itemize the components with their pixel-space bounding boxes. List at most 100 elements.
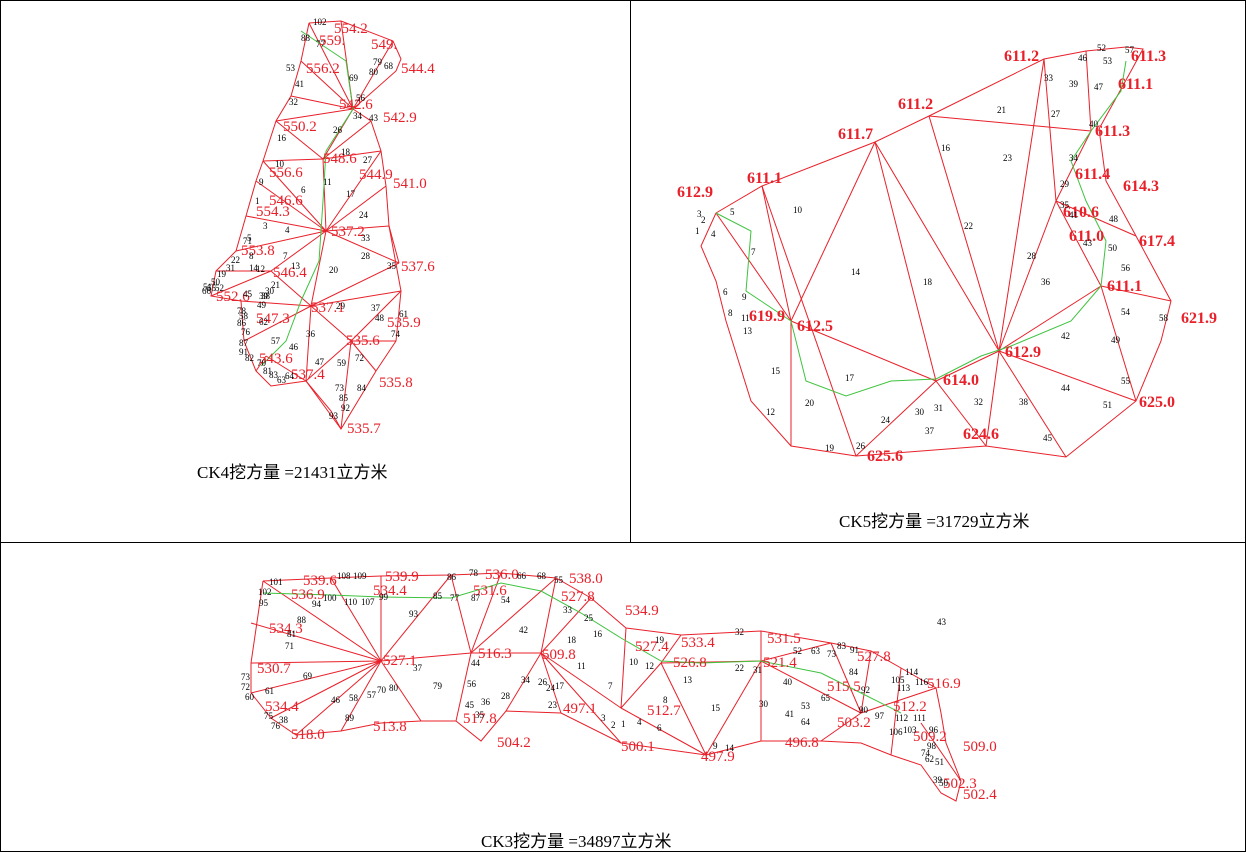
elevation-label: 619.9 (749, 308, 785, 325)
point-number: 51 (1103, 400, 1112, 410)
elevation-label: 527.4 (635, 639, 669, 655)
point-number: 83 (837, 641, 847, 651)
elevation-label: 611.4 (1075, 166, 1110, 183)
point-number: 12 (766, 407, 775, 417)
tin-diagram-ck3: 539.6 536.9 539.9 534.4 536.0 531.6 538.… (241, 567, 997, 803)
point-number: 41 (785, 709, 794, 719)
elevation-label: 539.6 (303, 573, 337, 589)
elevation-label: 554.2 (334, 21, 368, 37)
point-number: 79 (433, 681, 443, 691)
point-number: 60 (245, 692, 255, 702)
elevation-labels: 554.2 559. 549. 556.2 544.4 542.6 542.9 … (216, 21, 435, 437)
contour-line (260, 30, 354, 367)
point-number: 87 (239, 338, 249, 348)
point-number: 63 (811, 646, 821, 656)
tin-edges (250, 572, 962, 802)
elevation-label: 625.0 (1139, 394, 1175, 411)
point-number: 16 (593, 629, 603, 639)
point-number: 78 (237, 306, 247, 316)
point-number: 1 (695, 226, 700, 236)
point-number: 7 (283, 251, 288, 261)
point-number: 62 (259, 317, 268, 327)
point-number: 10 (793, 205, 803, 215)
tin-edges (700, 46, 1172, 458)
point-number: 59 (337, 358, 347, 368)
point-number: 53 (801, 701, 811, 711)
point-number: 79 (373, 57, 383, 67)
point-number: 17 (845, 373, 855, 383)
point-number: 84 (849, 667, 859, 677)
point-number: 105 (891, 675, 905, 685)
elevation-label: 534.4 (265, 699, 299, 715)
point-number: 38 (1019, 397, 1029, 407)
point-number: 37 (413, 663, 423, 673)
elevation-label: 624.6 (963, 426, 999, 443)
point-number: 4 (637, 717, 642, 727)
contour-line (262, 582, 902, 714)
elevation-label: 611.0 (1069, 228, 1104, 245)
point-number: 110 (344, 597, 358, 607)
contour-line (715, 60, 1127, 397)
point-number: 108 (337, 571, 351, 581)
elevation-label: 527.1 (383, 653, 417, 669)
point-number: 92 (341, 403, 350, 413)
elevation-label: 531.6 (473, 583, 507, 599)
elevation-label: 542.9 (383, 110, 417, 126)
point-number: 3 (263, 221, 268, 231)
point-number: 45 (1043, 433, 1053, 443)
elevation-label: 612.9 (677, 184, 713, 201)
point-number: 32 (735, 627, 744, 637)
point-number: 8 (728, 308, 733, 318)
point-number: 64 (801, 717, 811, 727)
elevation-label: 509.8 (542, 647, 576, 663)
point-number: 30 (915, 407, 925, 417)
point-number: 73 (241, 672, 251, 682)
point-number: 85 (433, 591, 443, 601)
point-number: 113 (897, 683, 911, 693)
elevation-label: 611.2 (898, 96, 933, 113)
point-number: 13 (743, 326, 753, 336)
point-number: 46 (331, 695, 341, 705)
elevation-label: 544.4 (401, 61, 435, 77)
point-number: 70 (377, 685, 387, 695)
elevation-label: 504.2 (497, 735, 531, 751)
point-number: 97 (875, 711, 885, 721)
elevation-label: 614.3 (1123, 178, 1159, 195)
point-number: 70 (257, 358, 267, 368)
elevation-label: 513.8 (373, 719, 407, 735)
point-number: 64 (285, 371, 295, 381)
elevation-label: 537.1 (311, 300, 345, 316)
elevation-label: 534.9 (625, 603, 659, 619)
point-number: 37 (925, 426, 935, 436)
point-number: 53 (286, 63, 296, 73)
point-number: 36 (306, 329, 316, 339)
point-number: 46 (1078, 53, 1088, 63)
point-number: 31 (226, 263, 235, 273)
elevation-label: 611.3 (1131, 48, 1166, 65)
point-number: 92 (861, 685, 870, 695)
point-number: 6 (657, 723, 662, 733)
point-number: 41 (295, 79, 304, 89)
panel-ck3: 539.6 536.9 539.9 534.4 536.0 531.6 538.… (0, 542, 1246, 852)
elevation-label: 544.9 (359, 167, 393, 183)
point-number: 43 (1083, 238, 1093, 248)
point-number: 13 (683, 675, 693, 685)
elevation-label: 516.3 (478, 646, 512, 662)
point-number: 7 (751, 247, 756, 257)
point-number: 102 (258, 587, 272, 597)
elevation-label: 515.5 (827, 679, 861, 695)
point-number: 77 (450, 593, 460, 603)
point-number: 27 (363, 155, 373, 165)
point-number: 5 (730, 207, 735, 217)
elevation-label: 612.5 (797, 318, 833, 335)
point-number: 98 (927, 741, 937, 751)
point-number: 19 (217, 269, 227, 279)
point-number: 25 (584, 613, 594, 623)
elevation-label: 625.6 (867, 448, 903, 465)
point-number: 45 (465, 700, 475, 710)
point-number: 74 (391, 329, 401, 339)
point-number: 18 (567, 635, 577, 645)
point-number: 112 (895, 713, 908, 723)
point-number: 91 (239, 347, 248, 357)
point-number: 96 (929, 725, 939, 735)
